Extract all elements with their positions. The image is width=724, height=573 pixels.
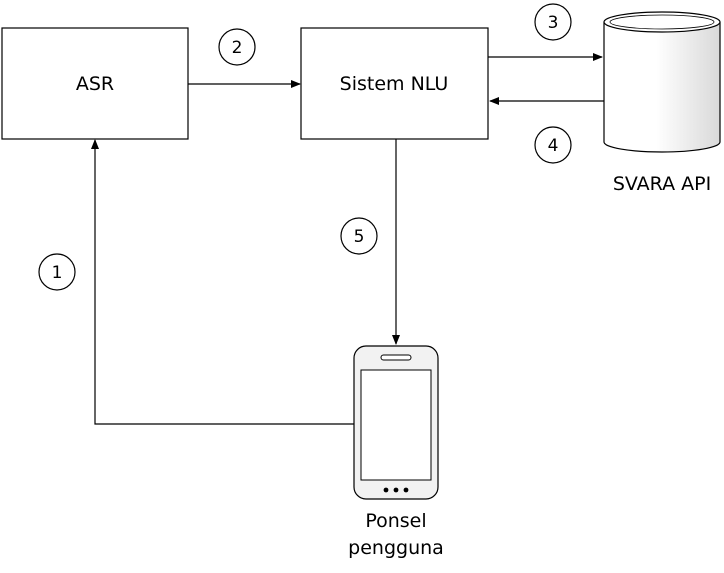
step-badge-5-label: 5	[354, 227, 365, 247]
phone-label-line2: pengguna	[348, 537, 444, 559]
asr-node: ASR	[1, 27, 189, 140]
step-badge-3-label: 3	[548, 13, 559, 33]
api-label: SVARA API	[613, 173, 711, 195]
nlu-node: Sistem NLU	[300, 27, 489, 140]
step-badge-2-label: 2	[232, 38, 243, 58]
step-badge-2: 2	[218, 28, 256, 66]
step-badge-1: 1	[38, 253, 76, 291]
phone-icon	[353, 345, 439, 500]
asr-label: ASR	[76, 73, 114, 95]
api-database: SVARA API	[603, 11, 721, 195]
nlu-label: Sistem NLU	[340, 73, 449, 95]
phone-label-line1: Ponsel	[365, 510, 426, 532]
step-badge-1-label: 1	[52, 263, 63, 283]
step-badge-5: 5	[340, 217, 378, 255]
edge-phone-to-asr	[91, 139, 354, 425]
step-badge-3: 3	[534, 3, 572, 41]
step-badge-4-label: 4	[548, 136, 559, 156]
step-badge-4: 4	[534, 126, 572, 164]
